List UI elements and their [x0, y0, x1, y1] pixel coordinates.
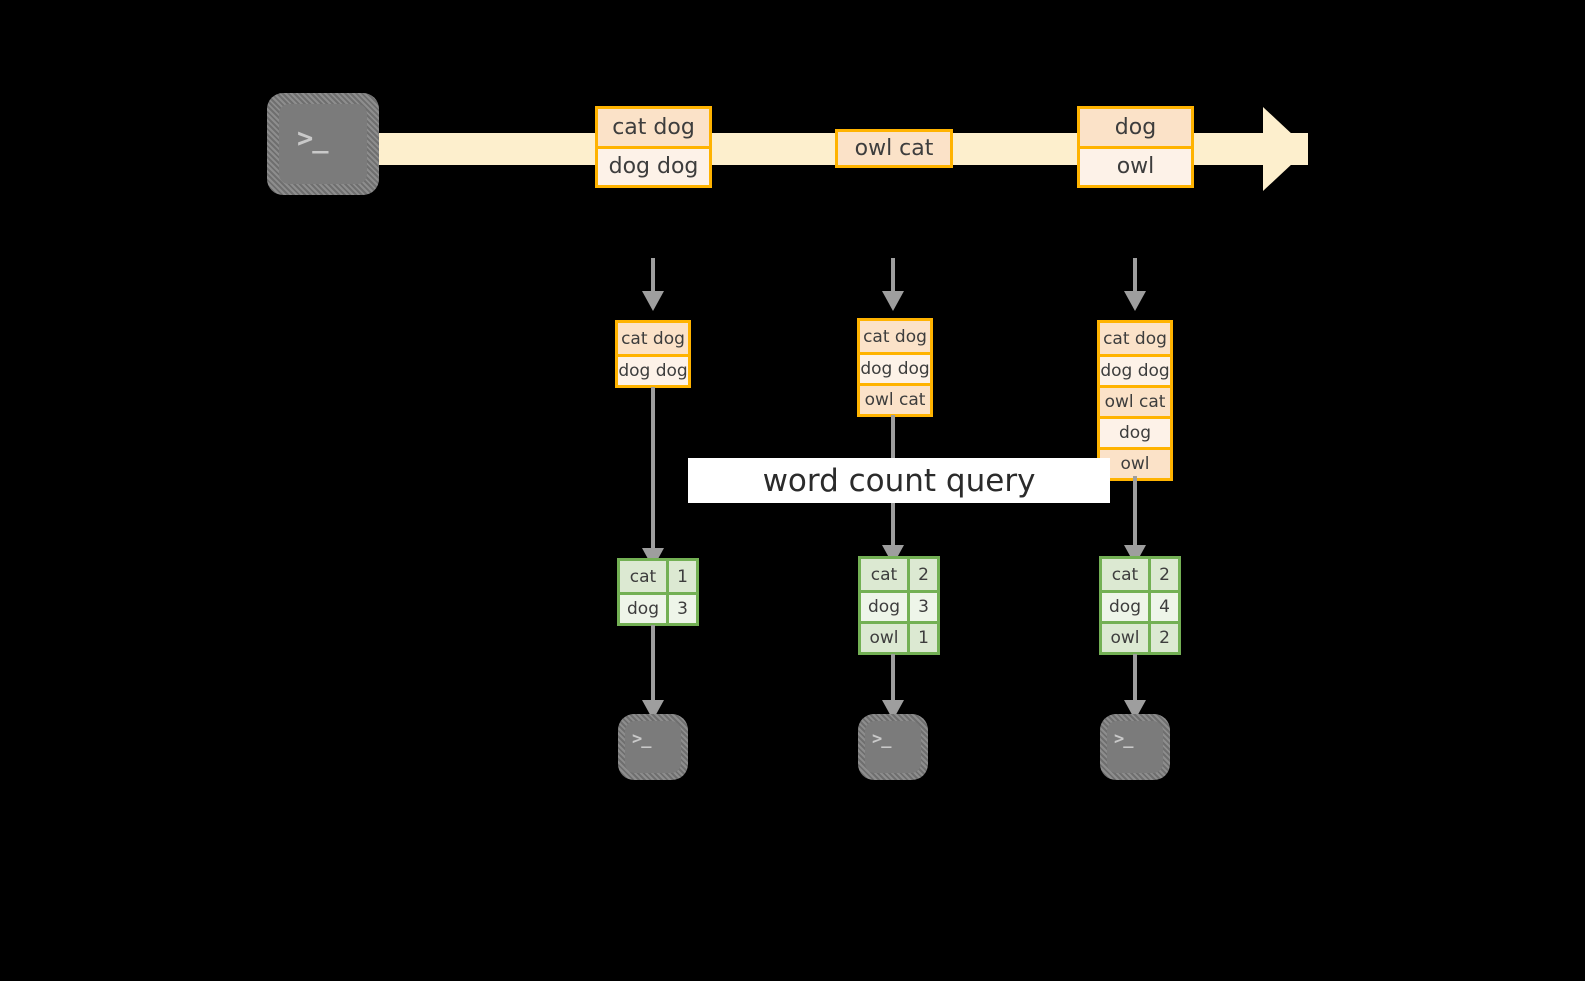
stream-message: cat dog: [598, 109, 709, 146]
snapshot-input-row: cat dog: [1100, 323, 1170, 354]
snapshot-input-stack-3[interactable]: cat dog dog dog owl cat dog owl: [1097, 320, 1173, 481]
snapshot-input-row: owl cat: [860, 383, 930, 414]
snapshot-input-row: owl: [1100, 447, 1170, 478]
table-row: cat 2: [861, 559, 937, 590]
result-word: owl: [1102, 624, 1148, 652]
snapshot-feed-arrowhead-1: [642, 291, 664, 311]
sink-terminal-prompt-icon-1: >_: [632, 729, 652, 749]
result-count: 3: [666, 595, 696, 623]
snapshot-feed-arrow-1: [651, 258, 655, 292]
table-row: dog 4: [1102, 590, 1178, 621]
result-word: dog: [620, 595, 666, 623]
snapshot-input-row: dog dog: [618, 354, 688, 385]
snapshot-input-row: dog dog: [860, 352, 930, 383]
result-count: 4: [1148, 593, 1178, 621]
query-label: word count query: [688, 458, 1110, 503]
sink-terminal-prompt-icon-3: >_: [1114, 729, 1134, 749]
source-terminal-prompt-icon: >_: [297, 123, 329, 154]
source-terminal[interactable]: [279, 104, 367, 184]
snapshot-feed-arrow-3: [1133, 258, 1137, 292]
stream-message-group-3[interactable]: dog owl: [1077, 106, 1194, 188]
result-count: 1: [666, 561, 696, 592]
result-count: 1: [907, 624, 937, 652]
result-word: dog: [861, 593, 907, 621]
table-row: owl 1: [861, 621, 937, 652]
result-table-1[interactable]: cat 1 dog 3: [617, 558, 699, 626]
result-table-2[interactable]: cat 2 dog 3 owl 1: [858, 556, 940, 655]
stream-message-group-1[interactable]: cat dog dog dog: [595, 106, 712, 188]
sink-terminal-1[interactable]: [625, 721, 681, 773]
stream-arrowhead: [1263, 107, 1308, 191]
snapshot-input-row: owl cat: [1100, 385, 1170, 416]
snapshot-feed-arrowhead-2: [882, 291, 904, 311]
result-word: owl: [861, 624, 907, 652]
sink-arrow-3: [1133, 654, 1137, 701]
table-row: cat 1: [620, 561, 696, 592]
sink-terminal-prompt-icon-2: >_: [872, 729, 892, 749]
table-row: owl 2: [1102, 621, 1178, 652]
result-word: cat: [1102, 559, 1148, 590]
result-table-3[interactable]: cat 2 dog 4 owl 2: [1099, 556, 1181, 655]
table-row: dog 3: [861, 590, 937, 621]
snapshot-input-row: dog dog: [1100, 354, 1170, 385]
table-row: cat 2: [1102, 559, 1178, 590]
sink-terminal-2[interactable]: [865, 721, 921, 773]
result-count: 2: [907, 559, 937, 590]
stream-message-group-2[interactable]: owl cat: [835, 129, 953, 168]
snapshot-input-stack-1[interactable]: cat dog dog dog: [615, 320, 691, 388]
stream-message: owl: [1080, 145, 1191, 185]
result-count: 2: [1148, 559, 1178, 590]
snapshot-input-row: cat dog: [618, 323, 688, 354]
sink-arrow-1: [651, 625, 655, 701]
stream-message: dog: [1080, 109, 1191, 146]
stream-message: owl cat: [838, 132, 950, 165]
result-word: cat: [861, 559, 907, 590]
snapshot-input-stack-2[interactable]: cat dog dog dog owl cat: [857, 318, 933, 417]
snapshot-input-row: dog: [1100, 416, 1170, 447]
result-count: 2: [1148, 624, 1178, 652]
snapshot-feed-arrow-2: [891, 258, 895, 292]
snapshot-feed-arrowhead-3: [1124, 291, 1146, 311]
stream-message: dog dog: [598, 145, 709, 185]
sink-arrow-2: [891, 654, 895, 701]
query-label-text: word count query: [762, 462, 1036, 499]
result-word: cat: [620, 561, 666, 592]
result-count: 3: [907, 593, 937, 621]
query-arrow-1: [651, 387, 655, 549]
table-row: dog 3: [620, 592, 696, 623]
snapshot-input-row: cat dog: [860, 321, 930, 352]
result-word: dog: [1102, 593, 1148, 621]
query-arrow-3: [1133, 476, 1137, 546]
sink-terminal-3[interactable]: [1107, 721, 1163, 773]
